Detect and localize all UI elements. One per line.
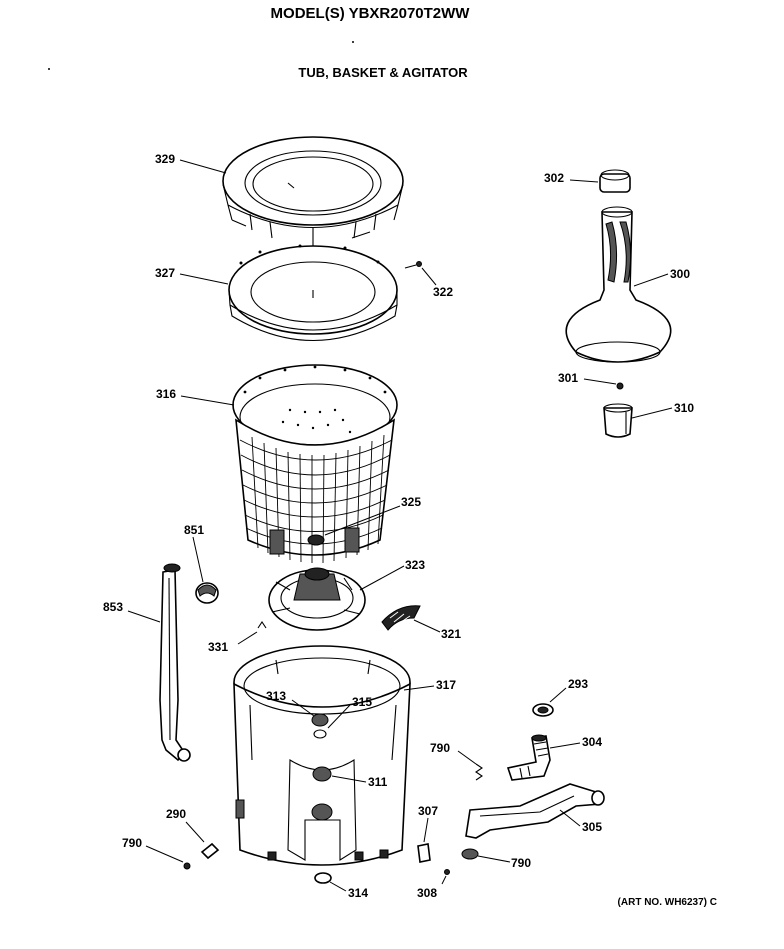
label-323: 323 [405, 558, 425, 572]
tub-ring-327[interactable] [229, 244, 397, 341]
label-322: 322 [433, 285, 453, 299]
label-313: 313 [266, 689, 286, 703]
label-302: 302 [544, 171, 564, 185]
seal-314[interactable] [315, 873, 331, 883]
screw-308[interactable] [444, 869, 450, 875]
agitator-300[interactable] [566, 207, 671, 362]
model-title: MODEL(S) YBXR2070T2WW [271, 5, 471, 22]
tub-cover-329[interactable] [223, 137, 403, 246]
clamp-790-right[interactable] [462, 849, 478, 859]
label-790-left: 790 [122, 836, 142, 850]
label-329: 329 [155, 152, 175, 166]
label-317: 317 [436, 678, 456, 692]
screw-301[interactable] [616, 382, 624, 390]
label-853: 853 [103, 600, 123, 614]
screw-790-left[interactable] [183, 862, 191, 870]
outer-tub-317[interactable] [234, 646, 410, 865]
label-307: 307 [418, 804, 438, 818]
label-300: 300 [670, 267, 690, 281]
label-311: 311 [368, 775, 388, 789]
label-790-right: 790 [511, 856, 531, 870]
label-293: 293 [568, 677, 588, 691]
label-316: 316 [156, 387, 176, 401]
label-310: 310 [674, 401, 694, 415]
label-321: 321 [441, 627, 461, 641]
label-331: 331 [208, 640, 228, 654]
agitator-cap-302[interactable] [600, 170, 630, 192]
clip-331[interactable] [258, 622, 266, 628]
cap-851[interactable] [196, 583, 218, 603]
bracket-307[interactable] [418, 844, 430, 862]
label-308: 308 [417, 886, 437, 900]
label-851: 851 [184, 523, 204, 537]
spacer-290[interactable] [202, 844, 218, 858]
art-number: (ART NO. WH6237) C [618, 897, 717, 908]
coupling-310[interactable] [604, 404, 632, 437]
label-290: 290 [166, 807, 186, 821]
label-314: 314 [348, 886, 368, 900]
spring-790-middle[interactable] [476, 764, 482, 780]
filter-321[interactable] [382, 606, 420, 630]
label-325: 325 [401, 495, 421, 509]
screw-322[interactable] [405, 261, 422, 269]
clamp-293[interactable] [533, 704, 553, 716]
label-315: 315 [352, 695, 372, 709]
label-305: 305 [582, 820, 602, 834]
label-790-middle: 790 [430, 741, 450, 755]
label-301: 301 [558, 371, 578, 385]
tube-853[interactable] [160, 564, 190, 761]
label-327: 327 [155, 266, 175, 280]
drain-hose-305[interactable] [466, 784, 604, 838]
hose-304[interactable] [508, 735, 550, 780]
basket-316[interactable] [233, 365, 397, 563]
hub-323[interactable] [269, 568, 365, 630]
label-304: 304 [582, 735, 602, 749]
section-title: TUB, BASKET & AGITATOR [298, 65, 468, 80]
